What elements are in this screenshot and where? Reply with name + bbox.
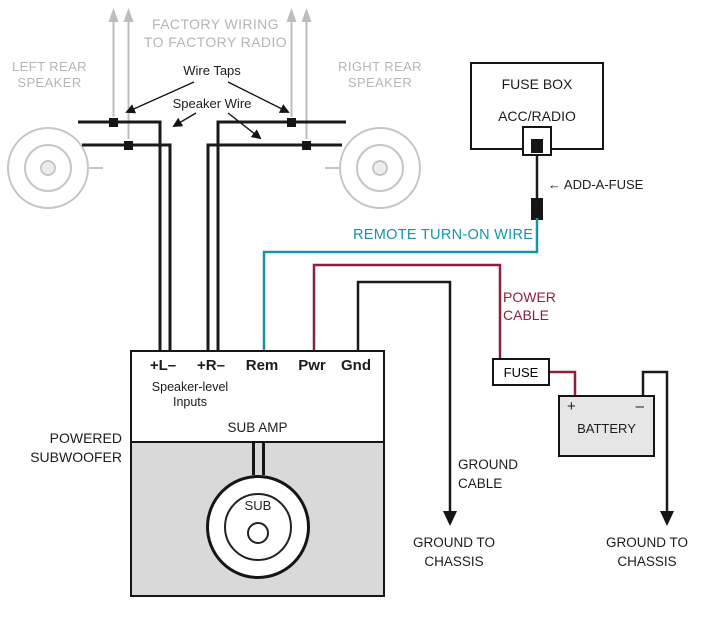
battery: + – BATTERY <box>558 395 655 457</box>
fuse-socket <box>522 126 552 156</box>
remote-turn-on-wire-label: REMOTE TURN-ON WIRE <box>353 227 534 243</box>
ground-left-line2: CHASSIS <box>424 554 484 569</box>
ground-cable-line1: GROUND <box>458 457 518 472</box>
label-pointer-arrows <box>125 81 290 140</box>
right-rear-speaker-icon <box>325 127 421 209</box>
battery-label: BATTERY <box>577 421 636 436</box>
wire-tap-connectors <box>109 118 311 150</box>
inputs-line2: Inputs <box>172 395 208 409</box>
speaker-wires <box>78 120 346 350</box>
left-speaker-line2: SPEAKER <box>17 75 82 90</box>
battery-plus-terminal: + <box>567 398 576 415</box>
sub-stem <box>252 441 265 475</box>
ground-arrowhead <box>660 511 674 526</box>
power-cable-label: POWER CABLE <box>503 288 556 324</box>
fuse-box: FUSE BOX ACC/RADIO <box>470 62 604 156</box>
battery-ground-wire <box>641 370 674 526</box>
power-cable-wire <box>312 263 577 396</box>
ground-left-line1: GROUND TO <box>412 535 495 550</box>
subwoofer-line2: SUBWOOFER <box>30 449 122 465</box>
fuse-box-title: FUSE BOX <box>501 76 573 92</box>
terminal-left-input: +L– <box>149 357 177 374</box>
add-a-fuse-label: ← ADD-A-FUSE <box>548 177 644 192</box>
remote-turn-on-wire <box>262 218 539 350</box>
terminal-right-input: +R– <box>197 357 225 374</box>
ground-arrowhead <box>443 511 457 526</box>
left-rear-speaker-icon <box>7 127 103 209</box>
terminal-ground: Gnd <box>341 357 371 374</box>
add-a-fuse-plug <box>531 139 543 153</box>
powered-line1: POWERED <box>49 430 122 446</box>
ground-right-line2: CHASSIS <box>617 554 677 569</box>
inline-fuse: FUSE <box>492 358 550 386</box>
factory-wiring-line2: TO FACTORY RADIO <box>143 34 288 50</box>
factory-wiring-line1: FACTORY WIRING <box>152 16 279 32</box>
battery-minus-terminal: – <box>635 398 644 415</box>
ground-to-chassis-right-label: GROUND TO CHASSIS <box>592 533 702 571</box>
terminal-power: Pwr <box>298 357 326 374</box>
acc-radio-slot-label: ACC/RADIO <box>498 108 576 124</box>
wire-taps-label: Wire Taps <box>183 63 241 78</box>
right-speaker-line1: RIGHT REAR <box>338 59 422 74</box>
ground-cable-label: GROUND CABLE <box>458 455 518 493</box>
fuse-label: FUSE <box>503 364 539 380</box>
inputs-line1: Speaker-level <box>151 380 229 394</box>
power-cable-line2: CABLE <box>503 307 549 323</box>
add-a-fuse-wire <box>531 154 543 220</box>
ground-to-chassis-left-label: GROUND TO CHASSIS <box>399 533 509 571</box>
add-a-fuse-holder <box>531 198 543 220</box>
speaker-level-inputs-label: Speaker-level Inputs <box>140 380 240 410</box>
right-rear-speaker-label: RIGHT REAR SPEAKER <box>330 59 430 91</box>
sub-amp-title: SUB AMP <box>227 420 288 435</box>
left-rear-speaker-label: LEFT REAR SPEAKER <box>2 59 97 91</box>
ground-right-line1: GROUND TO <box>605 535 688 550</box>
left-speaker-line1: LEFT REAR <box>12 59 87 74</box>
power-cable-line1: POWER <box>503 289 556 305</box>
terminal-remote: Rem <box>245 357 279 374</box>
speaker-wire-label: Speaker Wire <box>172 96 252 111</box>
sub-label: SUB <box>244 498 272 513</box>
sub-speaker-dustcap <box>247 522 269 544</box>
powered-subwoofer-label: POWERED SUBWOOFER <box>18 429 122 467</box>
right-speaker-line2: SPEAKER <box>347 75 413 90</box>
ground-cable-line2: CABLE <box>458 476 503 491</box>
factory-wiring-arrows <box>108 8 312 139</box>
factory-wiring-label: FACTORY WIRING TO FACTORY RADIO <box>138 15 293 51</box>
ground-cable-wire <box>356 280 457 526</box>
sub-amp-box: +L– +R– Rem Pwr Gnd Speaker-level Inputs… <box>130 350 385 597</box>
